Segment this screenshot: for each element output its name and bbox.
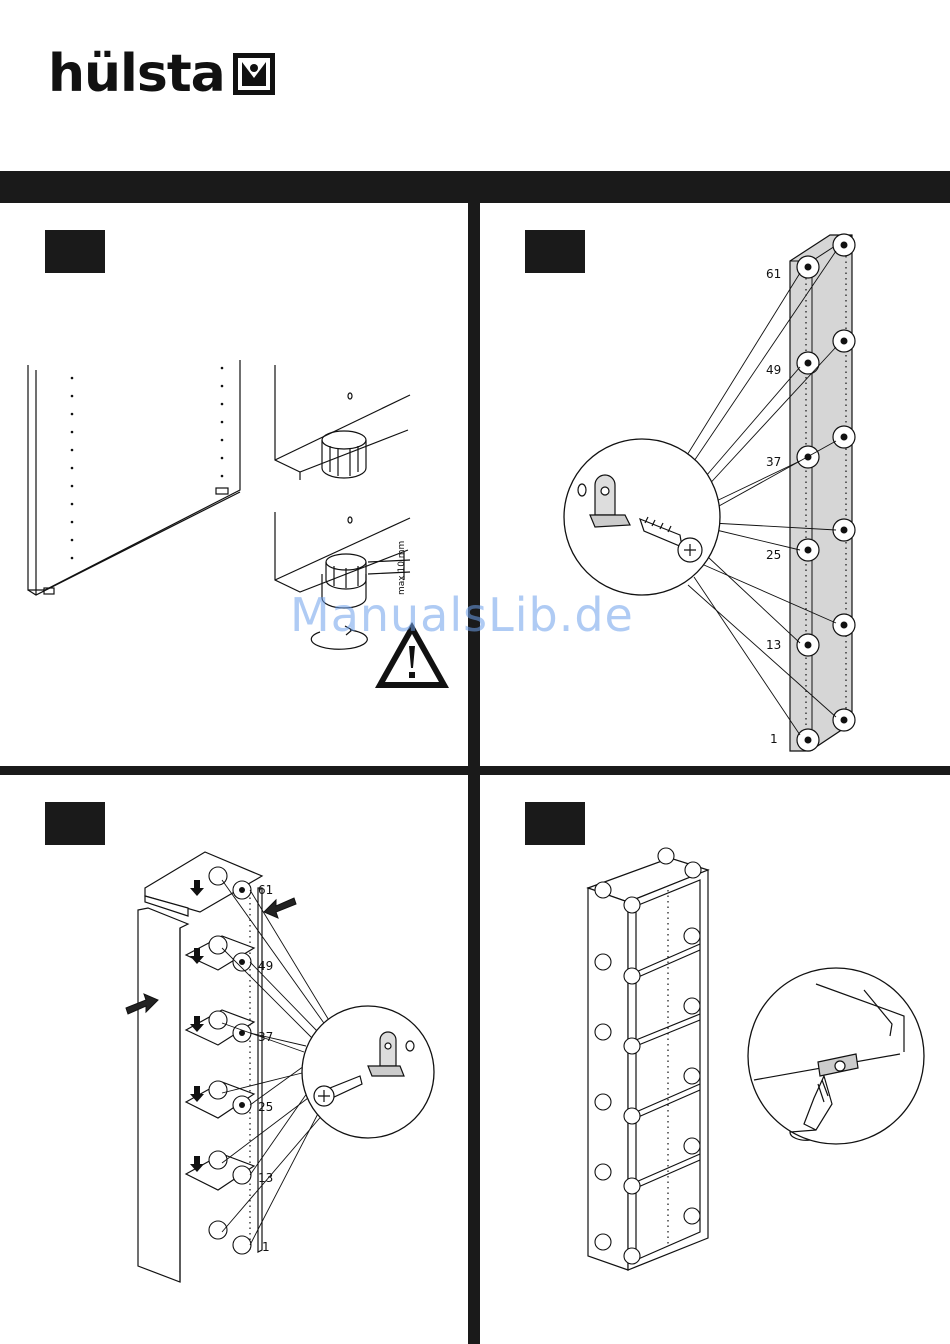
header-bar	[0, 171, 950, 203]
panel-d-illustration	[480, 840, 950, 1290]
brand-name: hülsta	[48, 48, 225, 100]
brand-emblem-icon	[233, 53, 275, 95]
hole-label-13: 13	[766, 638, 781, 652]
step-box-4	[525, 802, 585, 845]
assembly-hole-1: 1	[262, 1240, 270, 1254]
step-box-1	[45, 230, 105, 273]
hole-label-49: 49	[766, 363, 781, 377]
horizontal-divider	[0, 766, 950, 775]
step-box-3	[45, 802, 105, 845]
assembly-hole-49: 49	[258, 959, 273, 973]
assembly-hole-61: 61	[258, 883, 273, 897]
assembly-hole-25: 25	[258, 1100, 273, 1114]
assembly-hole-37: 37	[258, 1030, 273, 1044]
hole-label-37: 37	[766, 455, 781, 469]
watermark: ManualsLib.de	[290, 588, 634, 642]
foot-height-label: max 10 mm	[397, 541, 407, 595]
panel-c-illustration: 61 49 37 25 13 1	[0, 840, 468, 1290]
assembly-hole-13: 13	[258, 1171, 273, 1185]
panel-a-illustration: max 10 mm	[0, 340, 468, 700]
panel-b-illustration: 61 49 37 25 13 1	[480, 215, 950, 765]
hole-label-25: 25	[766, 548, 781, 562]
brand-logo: hülsta	[48, 48, 275, 100]
hole-label-61: 61	[766, 267, 781, 281]
hole-label-1: 1	[770, 732, 778, 746]
